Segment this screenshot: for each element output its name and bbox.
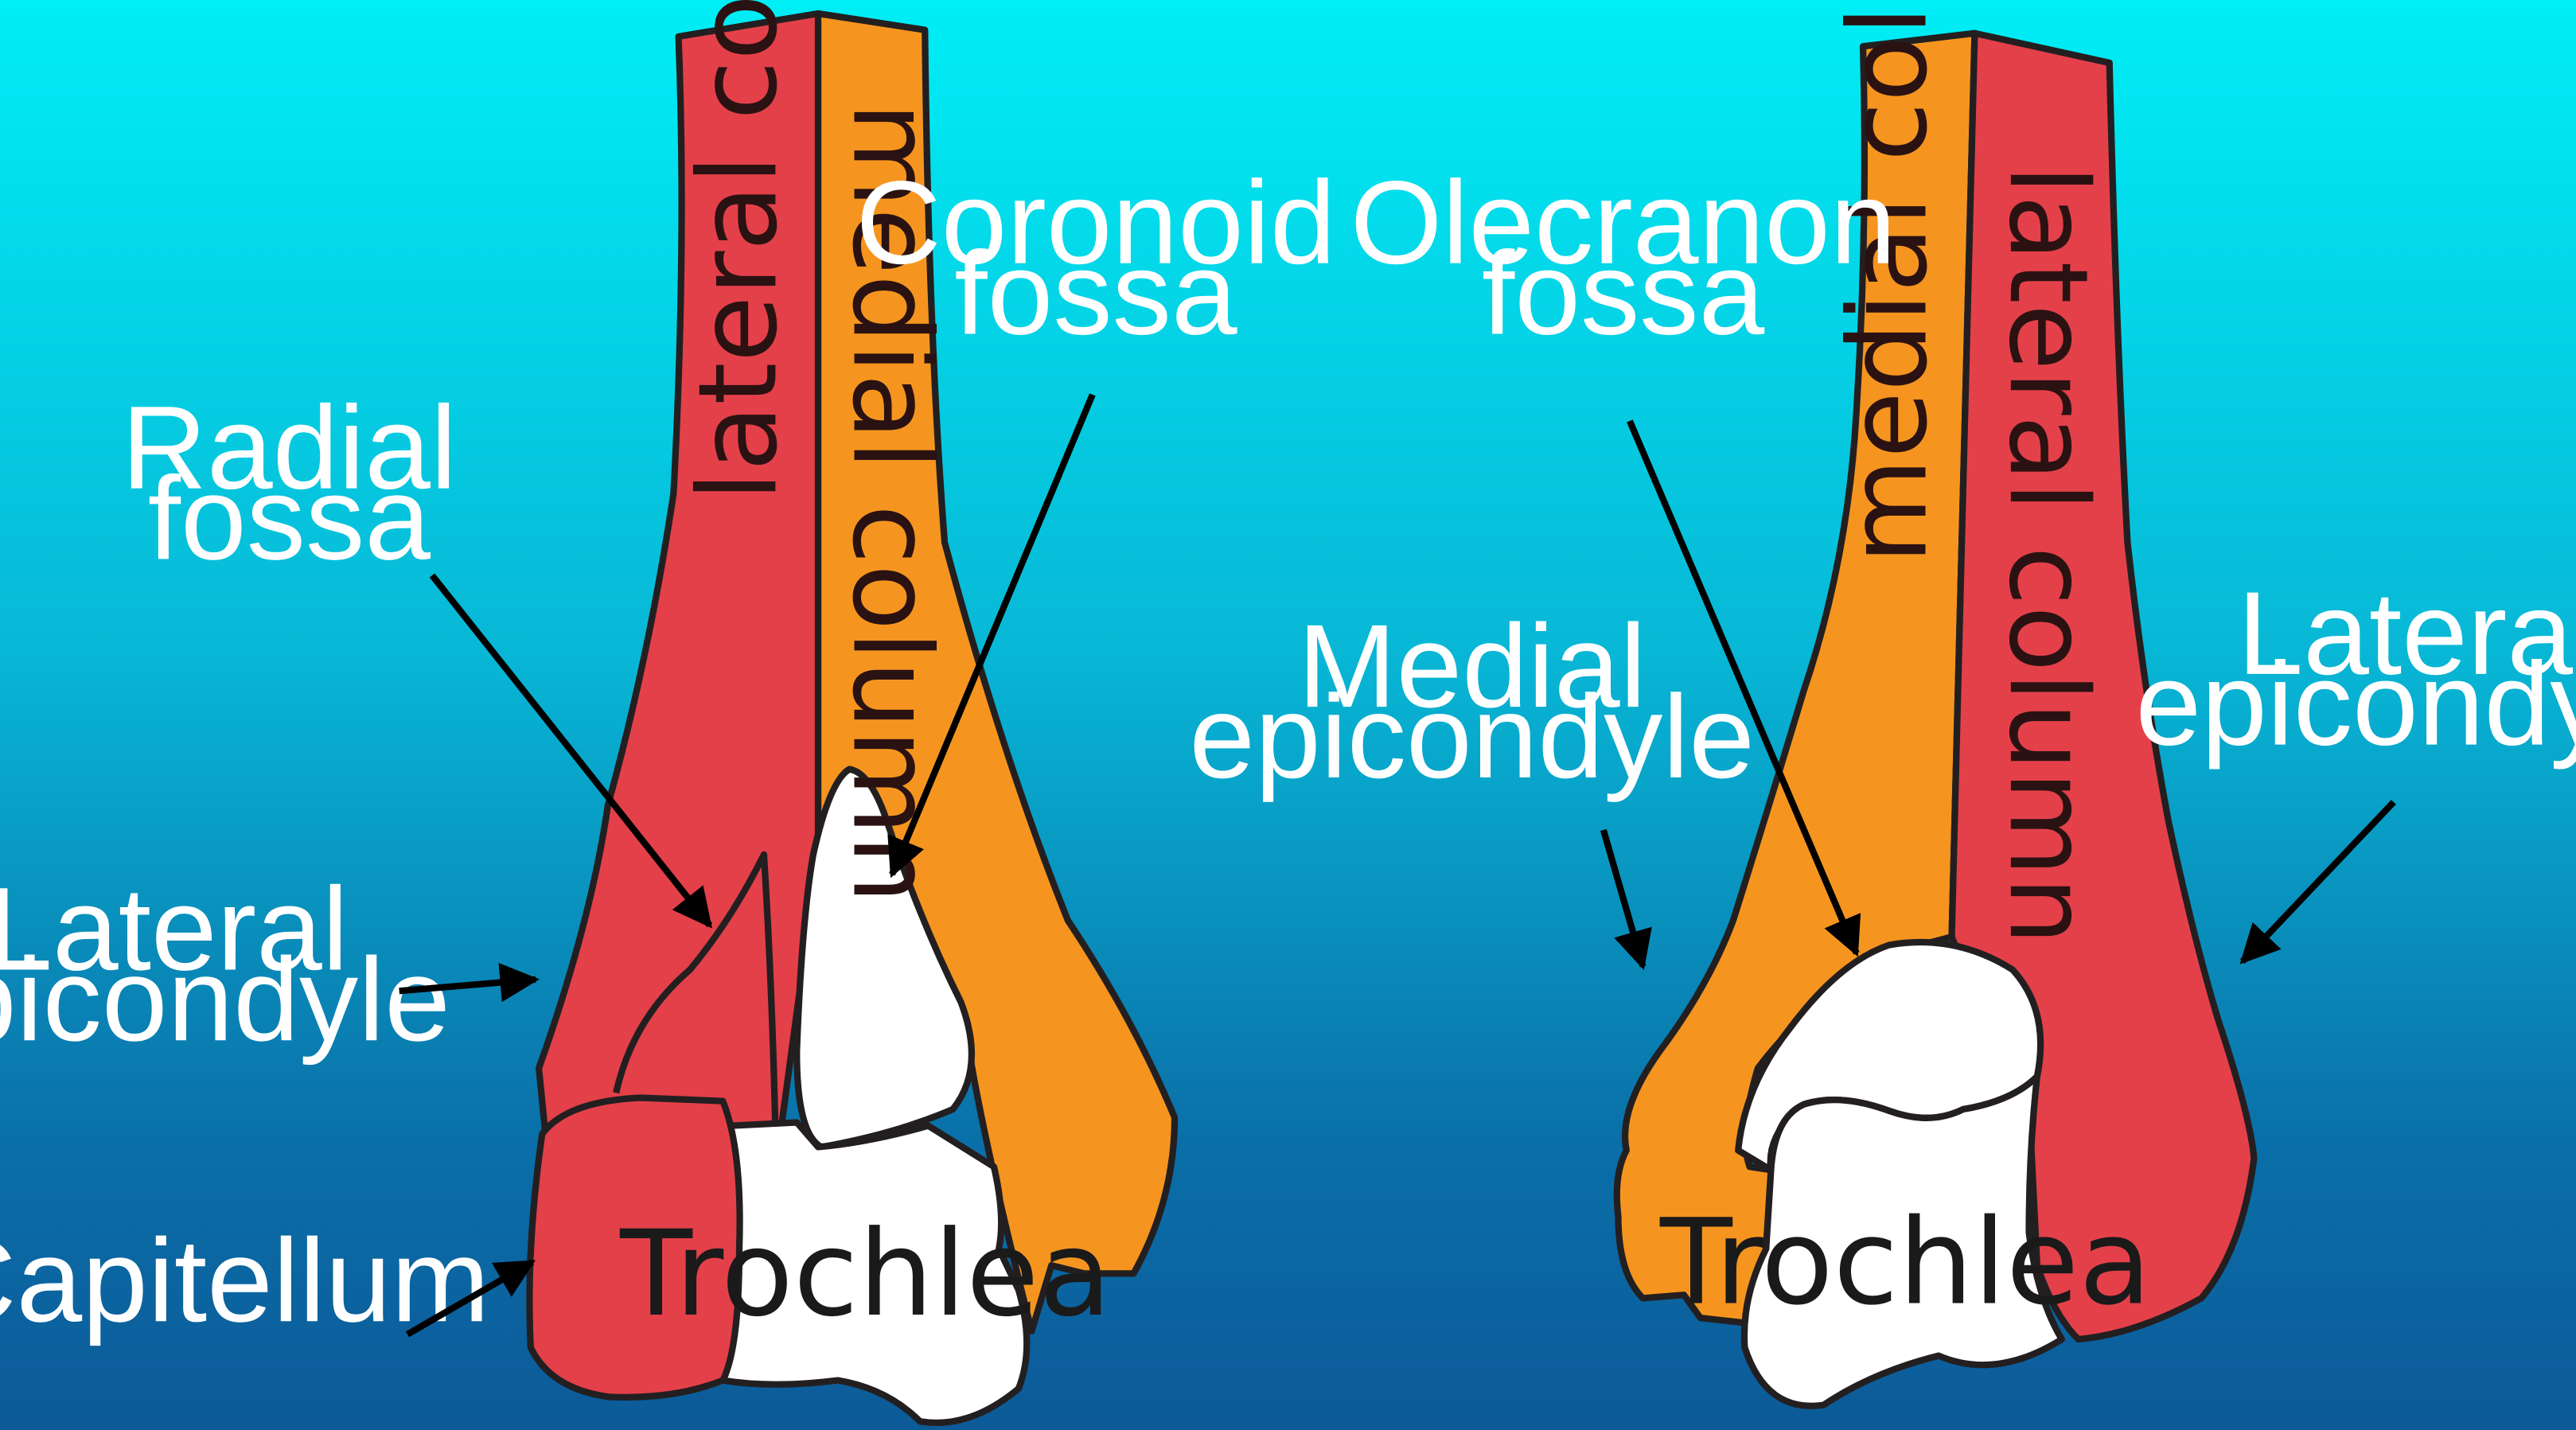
radial-fossa-label-line2: fossa xyxy=(148,452,431,584)
medial-epicondyle-label-line2: epicondyle xyxy=(1189,671,1755,803)
posterior-trochlea-label: Trochlea xyxy=(1659,1194,2151,1332)
anterior-lateral-column-label: lateral column xyxy=(676,0,801,501)
olecranon-fossa-label-line2: fossa xyxy=(1482,228,1765,360)
posterior-lateral-column-label: lateral column xyxy=(1985,165,2110,945)
medial-epicondyle-arrow xyxy=(1604,830,1643,966)
coronoid-fossa-label-line2: fossa xyxy=(954,228,1237,360)
anterior-trochlea-label: Trochlea xyxy=(619,1206,1111,1343)
posterior-lateral-epicondyle-label-line2: epicondyle xyxy=(2136,638,2576,770)
anterior-lateral-epicondyle-label-line2: epicondyle xyxy=(0,933,450,1066)
posterior-lateral-epicondyle-arrow xyxy=(2243,802,2394,961)
